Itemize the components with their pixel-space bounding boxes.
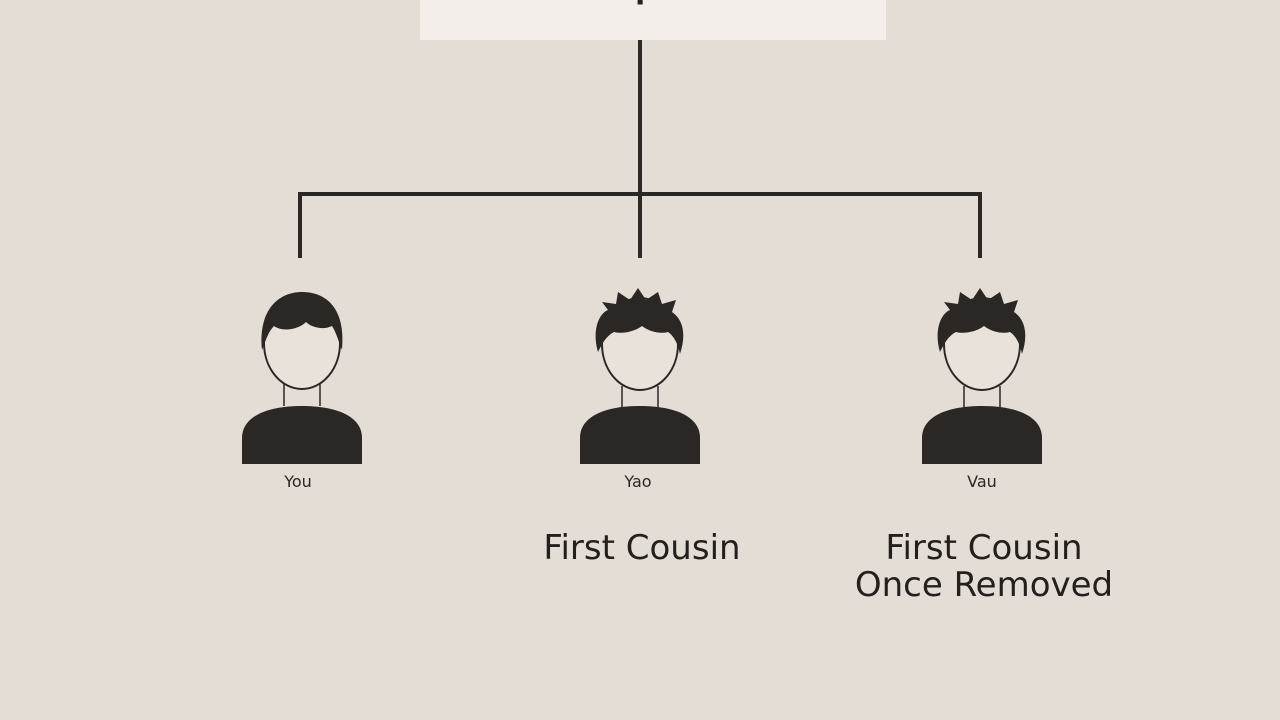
person-tag-you: You bbox=[284, 472, 312, 491]
relation-first-cousin: First Cousin bbox=[543, 528, 741, 568]
person-tag-yao: Yao bbox=[624, 472, 652, 491]
person-you-icon bbox=[240, 288, 364, 468]
person-cousin-removed-icon bbox=[920, 288, 1044, 468]
relation-first-cousin-once-removed: First Cousin Once Removed bbox=[854, 528, 1114, 605]
grandparents-box: Grandparents bbox=[420, 0, 886, 40]
grandparents-label: Grandparents bbox=[420, 0, 886, 10]
person-cousin-icon bbox=[578, 288, 702, 468]
person-tag-vau: Vau bbox=[967, 472, 997, 491]
